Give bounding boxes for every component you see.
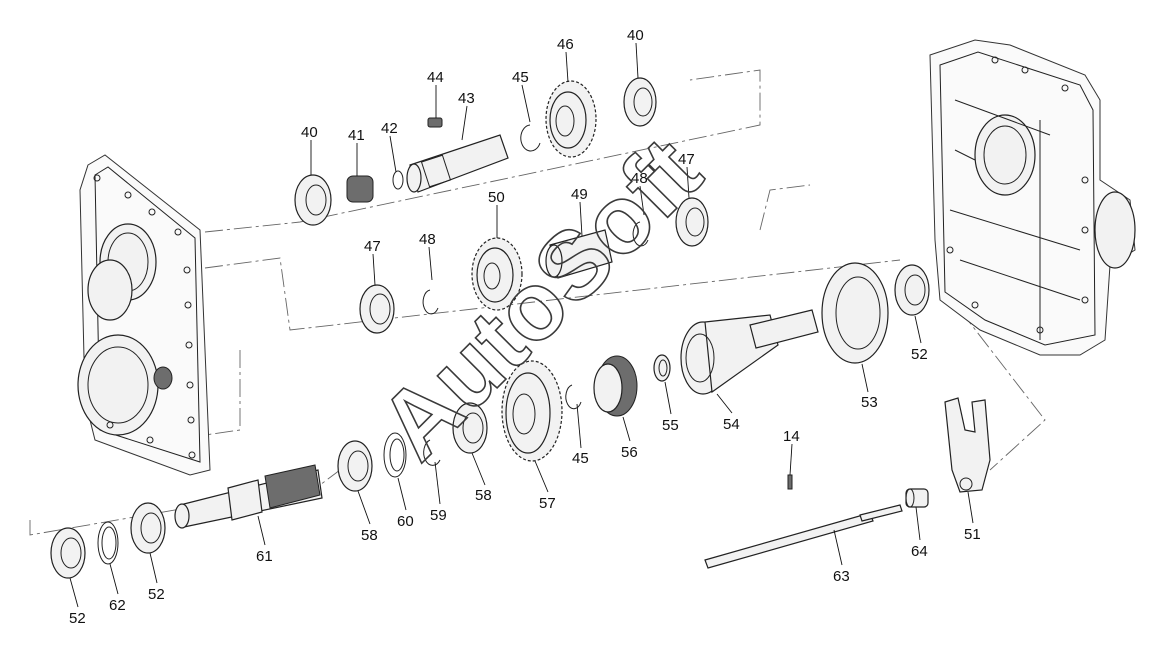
sleeve-49 [545, 229, 613, 279]
shift-fork-51 [944, 397, 991, 493]
pin-14 [787, 474, 793, 490]
callout-64: 64 [911, 543, 928, 560]
bearing-52-mid [130, 502, 166, 554]
left-housing-cover [77, 154, 211, 476]
callout-40: 40 [301, 124, 318, 141]
ring-60 [383, 432, 407, 478]
callout-52: 52 [69, 610, 86, 627]
callout-51: 51 [964, 526, 981, 543]
callout-54: 54 [723, 416, 740, 433]
ring-55 [653, 354, 671, 382]
callout-61: 61 [256, 548, 273, 565]
callout-43: 43 [458, 90, 475, 107]
middle-shaft-group [359, 197, 709, 334]
circlip-48-left [422, 289, 439, 315]
gear-50 [471, 237, 523, 311]
callout-48: 48 [419, 231, 436, 248]
callout-58: 58 [475, 487, 492, 504]
bearing-47-left [359, 284, 395, 334]
upper-shaft-group [294, 77, 657, 226]
callout-59: 59 [430, 507, 447, 524]
bearing-58-right [452, 402, 488, 454]
circlip-45-upper [520, 124, 541, 152]
callout-60: 60 [397, 513, 414, 530]
bearing-52-right [894, 264, 930, 316]
callout-47: 47 [678, 151, 695, 168]
leader-lines [69, 42, 974, 608]
callout-50: 50 [488, 189, 505, 206]
callout-52: 52 [148, 586, 165, 603]
callout-57: 57 [539, 495, 556, 512]
bearing-47-right [675, 197, 709, 247]
callout-48: 48 [631, 170, 648, 187]
callout-41: 41 [348, 127, 365, 144]
bearing-40-left [294, 174, 332, 226]
gear-46 [545, 80, 597, 158]
circlip-48-right [632, 221, 649, 247]
snap-ring-42 [392, 170, 404, 190]
callout-56: 56 [621, 444, 638, 461]
bushing-64 [905, 488, 929, 508]
circlip-59 [423, 439, 441, 466]
callout-labels: 40 41 42 43 44 45 46 40 47 48 50 49 48 4… [69, 27, 981, 627]
shift-assembly [704, 397, 991, 569]
spacer-ring-62 [97, 521, 119, 565]
circlip-45-lower [565, 384, 582, 410]
bearing-53 [821, 262, 889, 364]
callout-44: 44 [427, 69, 444, 86]
main-shaft-61 [174, 464, 323, 529]
right-gearbox-housing [929, 39, 1136, 356]
needle-bearing-41 [346, 175, 374, 203]
key-44 [427, 117, 443, 128]
callout-53: 53 [861, 394, 878, 411]
shaft-43 [406, 134, 509, 193]
bearing-58-left [337, 440, 373, 492]
callout-45: 45 [572, 450, 589, 467]
callout-55: 55 [662, 417, 679, 434]
callout-47: 47 [364, 238, 381, 255]
bearing-52-left [50, 527, 86, 579]
bearing-40-right [623, 77, 657, 127]
lower-shaft-group [50, 262, 930, 579]
callout-40: 40 [627, 27, 644, 44]
synchro-hub-56 [593, 355, 638, 417]
callout-42: 42 [381, 120, 398, 137]
callout-14: 14 [783, 428, 800, 445]
callout-45: 45 [512, 69, 529, 86]
shift-rod-63 [704, 504, 903, 569]
callout-62: 62 [109, 597, 126, 614]
callout-46: 46 [557, 36, 574, 53]
output-shaft-54 [680, 309, 819, 395]
gear-57 [501, 360, 563, 462]
callout-49: 49 [571, 186, 588, 203]
callout-52: 52 [911, 346, 928, 363]
callout-58: 58 [361, 527, 378, 544]
callout-63: 63 [833, 568, 850, 585]
